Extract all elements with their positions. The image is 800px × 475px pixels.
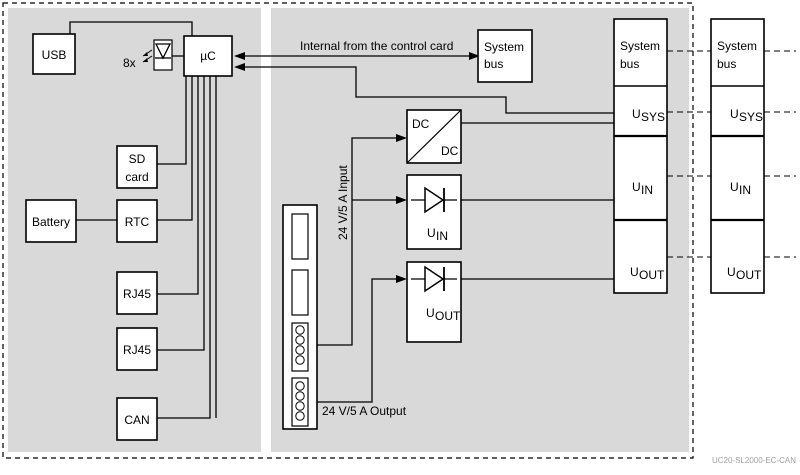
column-u-in-letter: U (632, 180, 641, 194)
dc-top-label: DC (412, 117, 430, 131)
column-u-out-subscript: OUT (639, 268, 665, 282)
diode-icon (411, 265, 457, 293)
module-outline (2, 2, 694, 459)
dc-dc-converter-block: DC DC (406, 109, 462, 164)
rtc-block: RTC (116, 199, 158, 243)
system-bus-label-line1: System (484, 40, 524, 54)
next-u-out-subscript: OUT (736, 268, 762, 282)
system-bus-label-line2: bus (484, 57, 503, 71)
microcontroller-block: µC (183, 35, 233, 77)
column-u-out-letter: U (630, 265, 639, 279)
next-u-in-letter: U (730, 180, 739, 194)
sd-card-label-line1: SD (129, 152, 146, 166)
sd-card-label-line2: card (125, 170, 148, 184)
usb-block: USB (32, 33, 76, 75)
battery-block: Battery (25, 199, 77, 243)
next-u-sys-letter: U (730, 107, 739, 121)
rj45-block-2: RJ45 (116, 327, 158, 371)
next-u-sys-subscript: SYS (739, 110, 763, 124)
status-led-icon: 8x (123, 39, 173, 71)
controller-wiring (69, 21, 217, 419)
column-u-sys-subscript: SYS (641, 110, 665, 124)
next-u-in-subscript: IN (739, 183, 751, 197)
u-in-letter: U (427, 226, 436, 240)
input-pins (295, 325, 305, 365)
input-label: 24 V/5 A Input (336, 165, 350, 240)
terminal-connector (282, 204, 318, 430)
power-wiring (234, 52, 614, 403)
column-system-bus-line2: bus (620, 57, 639, 71)
u-in-diode-block: U IN (406, 174, 462, 250)
rj45-block-1: RJ45 (116, 271, 158, 315)
output-label: 24 V/5 A Output (322, 404, 407, 418)
backplane-column: System bus U SYS U IN U OUT (613, 18, 668, 294)
led-count-label: 8x (123, 56, 136, 70)
microcontroller-label: µC (200, 49, 216, 63)
diode-icon (411, 186, 457, 214)
next-system-bus-line2: bus (717, 57, 736, 71)
column-u-in-subscript: IN (641, 183, 653, 197)
usb-label: USB (42, 48, 67, 62)
u-out-letter: U (426, 306, 435, 320)
column-system-bus-line1: System (620, 39, 660, 53)
column-u-sys-letter: U (632, 107, 641, 121)
next-module-column: System bus U SYS U IN U OUT (710, 18, 765, 294)
rtc-label: RTC (125, 215, 150, 229)
u-in-subscript: IN (436, 229, 448, 243)
can-label: CAN (124, 413, 149, 427)
u-out-subscript: OUT (435, 309, 461, 323)
u-out-diode-block: U OUT (406, 261, 462, 343)
output-pins (295, 381, 305, 421)
rj45-label-2: RJ45 (123, 343, 151, 357)
model-code: UC20-SL2000-EC-CAN (712, 456, 796, 465)
dc-bottom-label: DC (441, 144, 459, 158)
internal-bus-label: Internal from the control card (300, 39, 453, 53)
rj45-label-1: RJ45 (123, 287, 151, 301)
next-u-out-letter: U (727, 265, 736, 279)
next-system-bus-line1: System (717, 39, 757, 53)
sd-card-block: SD card (116, 145, 158, 189)
battery-label: Battery (32, 215, 70, 229)
system-bus-block: System bus (477, 29, 533, 83)
bus-links (667, 50, 796, 258)
can-block: CAN (116, 397, 158, 441)
